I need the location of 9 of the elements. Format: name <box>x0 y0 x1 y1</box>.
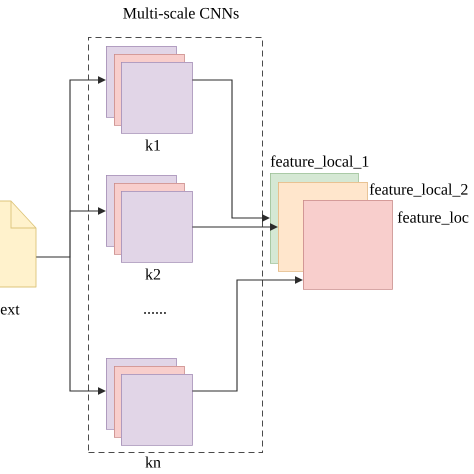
feature-label: feature_local_1 <box>270 155 368 169</box>
ellipsis-dots: ...... <box>144 312 166 314</box>
feature-label: feature_local_2 <box>370 183 468 197</box>
frame-title: Multi-scale CNNs <box>123 7 239 19</box>
document-label: ext <box>0 305 20 315</box>
kernel-label: k2 <box>145 268 160 280</box>
kernel-label: k1 <box>145 139 160 151</box>
feature-label: feature_loc <box>398 211 468 225</box>
kernel-label: kn <box>145 456 161 468</box>
